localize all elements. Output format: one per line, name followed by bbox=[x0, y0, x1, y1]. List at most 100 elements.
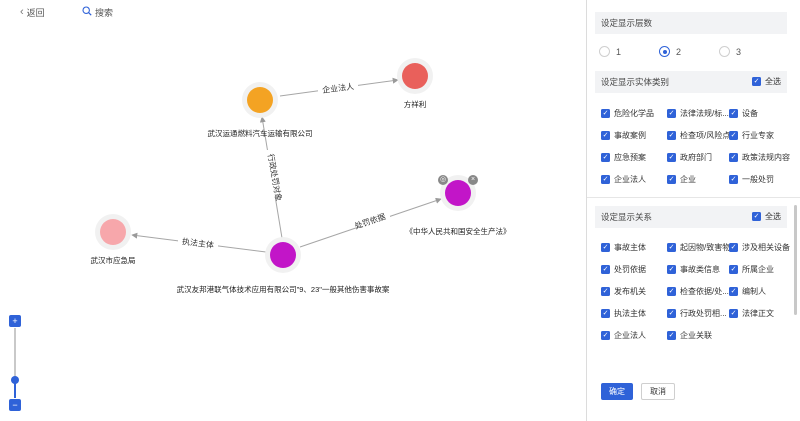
checkbox-checked-icon: ✓ bbox=[601, 174, 610, 184]
relation-checkbox[interactable]: ✓法律正文 bbox=[729, 302, 791, 324]
entity-checkbox[interactable]: ✓法律法规/标... bbox=[667, 102, 729, 124]
checkbox-checked-icon: ✓ bbox=[601, 152, 610, 162]
relation-scrollbar[interactable] bbox=[794, 205, 797, 315]
node-person[interactable] bbox=[397, 58, 433, 94]
entity-checkbox[interactable]: ✓行业专家 bbox=[729, 124, 791, 146]
relation-checkbox[interactable]: ✓ 起因物/致害物 bbox=[667, 236, 729, 258]
level-radio-1[interactable]: 1 bbox=[599, 46, 659, 57]
cancel-button[interactable]: 取消 bbox=[641, 383, 675, 400]
entity-select-all-label: 全选 bbox=[765, 77, 781, 86]
checkbox-checked-icon: ✓ bbox=[729, 174, 738, 184]
graph-canvas[interactable]: ‹ 返回 搜索 企业法人 行政处罚对象 执法主体 处罚依据 bbox=[0, 0, 585, 421]
search-icon bbox=[82, 6, 92, 19]
zoom-out-button[interactable]: − bbox=[9, 399, 21, 411]
checkbox-checked-icon: ✓ bbox=[667, 308, 676, 318]
zoom-slider-handle[interactable] bbox=[11, 376, 19, 384]
entity-label: 危险化学品 bbox=[614, 108, 654, 118]
level-radio-2[interactable]: 2 bbox=[659, 46, 719, 57]
settings-panel: 设定显示层数 1 2 3 设定显示实体类别 ✓ 全选 ✓危险化学品 ✓法律法规/… bbox=[586, 0, 800, 421]
relation-label: 处罚依据 bbox=[614, 264, 646, 274]
checkbox-checked-icon: ✓ bbox=[667, 242, 676, 252]
checkbox-checked-icon: ✓ bbox=[729, 286, 738, 296]
entity-checkbox[interactable]: ✓ 事故案例 bbox=[601, 124, 667, 146]
checkbox-checked-icon: ✓ bbox=[601, 286, 610, 296]
node-close-icon[interactable]: × bbox=[468, 175, 478, 185]
entity-label: 设备 bbox=[742, 108, 758, 118]
entity-label: 企业 bbox=[680, 174, 696, 184]
entity-checkbox[interactable]: ✓ 设备 bbox=[729, 102, 791, 124]
checkbox-checked-icon: ✓ bbox=[601, 130, 610, 140]
relation-checkbox[interactable]: ✓发布机关 bbox=[601, 280, 667, 302]
entity-checkbox[interactable]: ✓政策法规内容 bbox=[729, 146, 791, 168]
entity-title: 设定显示实体类别 bbox=[601, 77, 670, 87]
chevron-left-icon: ‹ bbox=[20, 6, 24, 18]
relation-checkbox[interactable]: ✓企业法人 bbox=[601, 324, 667, 346]
entity-label: 检查项/风险点 bbox=[680, 130, 729, 140]
zoom-track[interactable] bbox=[14, 328, 16, 398]
checkbox-checked-icon: ✓ bbox=[752, 77, 761, 86]
relation-checkbox[interactable]: ✓ 行政处罚相... bbox=[667, 302, 729, 324]
node-accident[interactable] bbox=[265, 237, 301, 273]
relation-checkbox[interactable]: ✓事故类信息 bbox=[667, 258, 729, 280]
relation-checkbox[interactable]: ✓ 事故主体 bbox=[601, 236, 667, 258]
entity-checkbox[interactable]: ✓政府部门 bbox=[667, 146, 729, 168]
relation-title: 设定显示关系 bbox=[601, 212, 653, 222]
checkbox-checked-icon: ✓ bbox=[601, 308, 610, 318]
level-radio-3[interactable]: 3 bbox=[719, 46, 779, 57]
entity-label: 事故案例 bbox=[614, 130, 646, 140]
radio-selected-icon bbox=[659, 46, 670, 57]
node-label-bureau: 武汉市应急局 bbox=[90, 256, 136, 265]
relation-checkbox[interactable]: ✓企业关联 bbox=[667, 324, 729, 346]
node-company[interactable] bbox=[242, 82, 278, 118]
relation-checkbox[interactable]: ✓ 涉及相关设备 bbox=[729, 236, 791, 258]
zoom-fill bbox=[14, 380, 16, 398]
relation-label: 行政处罚相... bbox=[680, 308, 727, 318]
relation-select-all[interactable]: ✓ 全选 bbox=[752, 211, 781, 222]
checkbox-checked-icon: ✓ bbox=[729, 264, 738, 274]
entity-checkbox[interactable]: ✓危险化学品 bbox=[601, 102, 667, 124]
relation-checkbox[interactable]: ✓ 所属企业 bbox=[729, 258, 791, 280]
node-bureau[interactable] bbox=[95, 214, 131, 250]
node-label-person: 方祥利 bbox=[403, 100, 427, 109]
confirm-button[interactable]: 确定 bbox=[601, 383, 633, 400]
node-label-law: 《中华人民共和国安全生产法》 bbox=[405, 227, 511, 236]
node-label-company: 武汉运通燃料汽车运输有限公司 bbox=[207, 129, 313, 138]
relation-label: 起因物/致害物 bbox=[680, 242, 729, 252]
relation-label: 事故主体 bbox=[614, 242, 646, 252]
entity-label: 法律法规/标... bbox=[680, 108, 729, 118]
node-law[interactable] bbox=[440, 175, 476, 211]
checkbox-checked-icon: ✓ bbox=[601, 242, 610, 252]
entity-checkbox[interactable]: ✓检查项/风险点 bbox=[667, 124, 729, 146]
entity-label: 行业专家 bbox=[742, 130, 774, 140]
search-button[interactable]: 搜索 bbox=[82, 6, 113, 19]
relation-section-header: 设定显示关系 ✓ 全选 bbox=[595, 206, 787, 228]
relation-checkbox[interactable]: ✓处罚依据 bbox=[601, 258, 667, 280]
checkbox-checked-icon: ✓ bbox=[729, 308, 738, 318]
relation-label: 企业关联 bbox=[680, 330, 712, 340]
relation-label: 涉及相关设备 bbox=[742, 242, 790, 252]
entity-label: 政策法规内容 bbox=[742, 152, 790, 162]
checkbox-checked-icon: ✓ bbox=[729, 108, 738, 118]
radio-icon bbox=[719, 46, 730, 57]
relation-label: 所属企业 bbox=[742, 264, 774, 274]
relation-checkbox-grid: ✓事故主体 ✓起因物/致害物 ✓涉及相关设备 ✓处罚依据 ✓事故类信息 ✓所属企… bbox=[601, 236, 791, 346]
edge-label-legal-person: 企业法人 bbox=[322, 81, 355, 95]
relation-checkbox[interactable]: ✓编制人 bbox=[729, 280, 791, 302]
relation-checkbox[interactable]: ✓ 执法主体 bbox=[601, 302, 667, 324]
back-button[interactable]: ‹ 返回 bbox=[20, 6, 45, 19]
entity-label: 应急预案 bbox=[614, 152, 646, 162]
knowledge-graph[interactable]: 企业法人 行政处罚对象 执法主体 处罚依据 bbox=[0, 0, 585, 421]
checkbox-checked-icon: ✓ bbox=[729, 242, 738, 252]
relation-label: 执法主体 bbox=[614, 308, 646, 318]
entity-section-header: 设定显示实体类别 ✓ 全选 bbox=[595, 71, 787, 93]
relation-checkbox[interactable]: ✓检查依据/处... bbox=[667, 280, 729, 302]
entity-label: 一般处罚 bbox=[742, 174, 774, 184]
relation-label: 事故类信息 bbox=[680, 264, 720, 274]
node-focus-icon[interactable]: ◎ bbox=[438, 175, 448, 185]
entity-checkbox[interactable]: ✓企业法人 bbox=[601, 168, 667, 190]
entity-checkbox[interactable]: ✓ 一般处罚 bbox=[729, 168, 791, 190]
zoom-in-button[interactable]: + bbox=[9, 315, 21, 327]
entity-select-all[interactable]: ✓ 全选 bbox=[752, 76, 781, 87]
entity-checkbox[interactable]: ✓企业 bbox=[667, 168, 729, 190]
entity-checkbox[interactable]: ✓ 应急预案 bbox=[601, 146, 667, 168]
